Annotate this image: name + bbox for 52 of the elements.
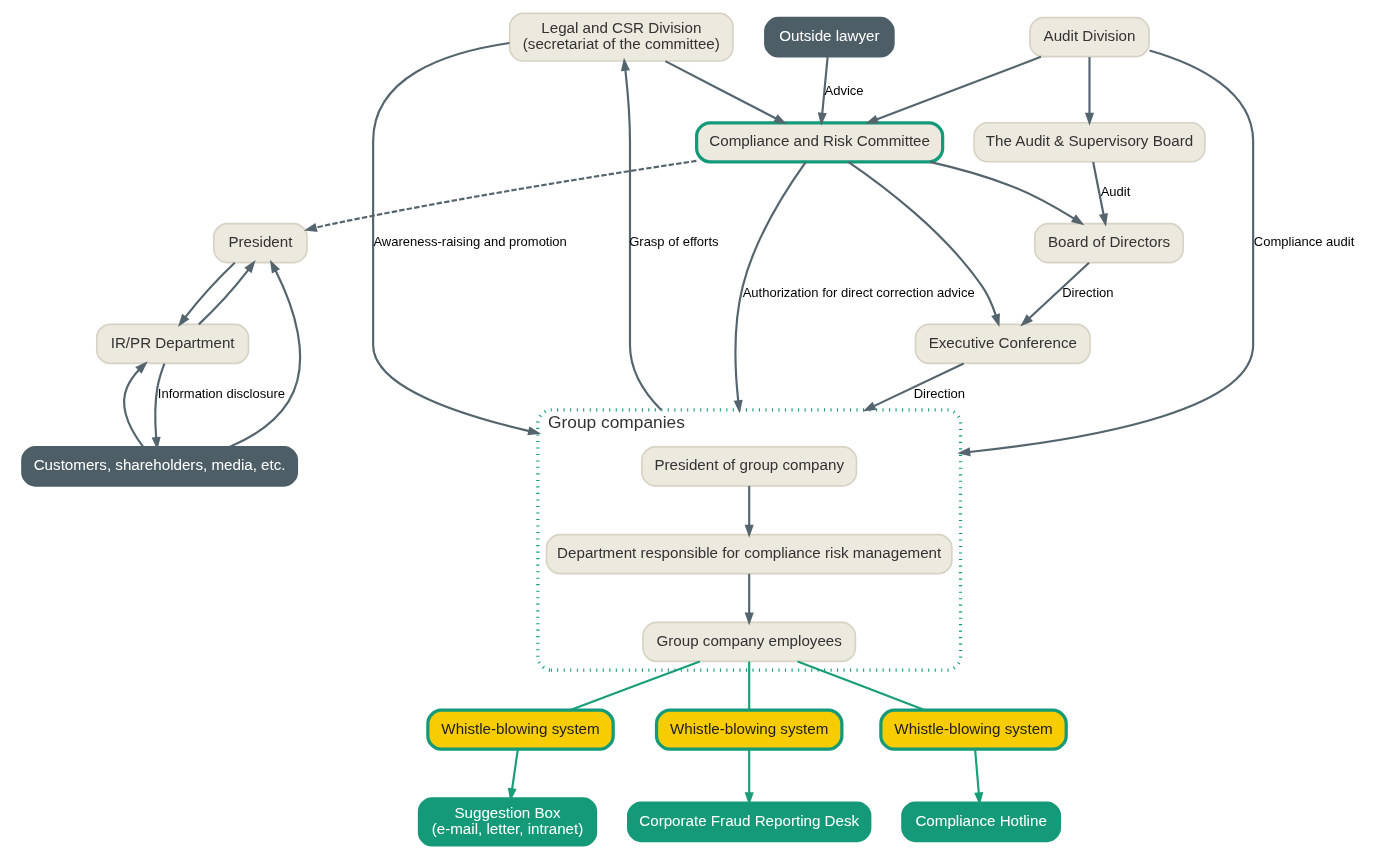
- arrow: [664, 59, 787, 124]
- arrow: [507, 748, 519, 801]
- connector: [797, 659, 926, 711]
- edge-label: Direction: [1062, 284, 1114, 300]
- arrow: [229, 259, 302, 448]
- arrow: [847, 160, 1000, 327]
- node-box: IR/PR Department: [95, 323, 250, 364]
- connector: [569, 659, 701, 711]
- arrow: [957, 48, 1255, 456]
- arrow: [372, 41, 542, 435]
- node-box: Outside lawyer: [764, 16, 895, 57]
- node-box: Legal and CSR Division (secretariat of the committee): [508, 12, 734, 62]
- arrow: [178, 261, 236, 327]
- arrow: [303, 159, 697, 232]
- node-box: Suggestion Box (e-mail, letter, intranet): [417, 796, 598, 846]
- node-box: Board of Directors: [1033, 222, 1185, 263]
- node-box: Group company employees: [642, 621, 857, 662]
- node-box: Compliance Hotline: [901, 801, 1062, 842]
- arrow: [1092, 161, 1108, 227]
- arrow: [620, 57, 663, 411]
- arrow: [974, 748, 984, 805]
- node-box: Audit Division: [1029, 16, 1150, 57]
- arrow: [744, 573, 754, 626]
- node-box: Compliance and Risk Committee: [695, 120, 945, 163]
- arrow: [817, 56, 829, 126]
- node-box: Department responsible for compliance risk management: [545, 533, 953, 574]
- arrow: [123, 360, 148, 447]
- arrow: [198, 259, 256, 325]
- edge-label: Information disclosure: [157, 385, 285, 401]
- edge-label: Direction: [913, 385, 966, 401]
- node-box: Customers, shareholders, media, etc.: [21, 445, 299, 487]
- node-box: President of group company: [641, 445, 858, 487]
- node-box: The Audit & Supervisory Board: [973, 121, 1206, 163]
- node-box: Executive Conference: [914, 323, 1091, 364]
- arrow: [929, 160, 1085, 225]
- arrow: [744, 485, 754, 538]
- arrow: [733, 160, 807, 413]
- arrow: [1084, 56, 1095, 126]
- node-box: President: [213, 222, 308, 263]
- arrow: [1020, 261, 1090, 327]
- arrow: [744, 748, 754, 805]
- edge-label: Authorization for direct correction advice: [742, 284, 975, 300]
- arrow: [865, 55, 1042, 124]
- node-box: Whistle-blowing system: [426, 708, 615, 751]
- node-box: Whistle-blowing system: [879, 708, 1068, 751]
- node-box: Whistle-blowing system: [654, 708, 844, 751]
- edge-label: Compliance audit: [1253, 233, 1355, 249]
- connector: [748, 661, 751, 710]
- arrow: [862, 362, 965, 411]
- arrow: [151, 362, 166, 450]
- node-box: Corporate Fraud Reporting Desk: [627, 801, 872, 842]
- edge-label: Audit: [1100, 183, 1131, 199]
